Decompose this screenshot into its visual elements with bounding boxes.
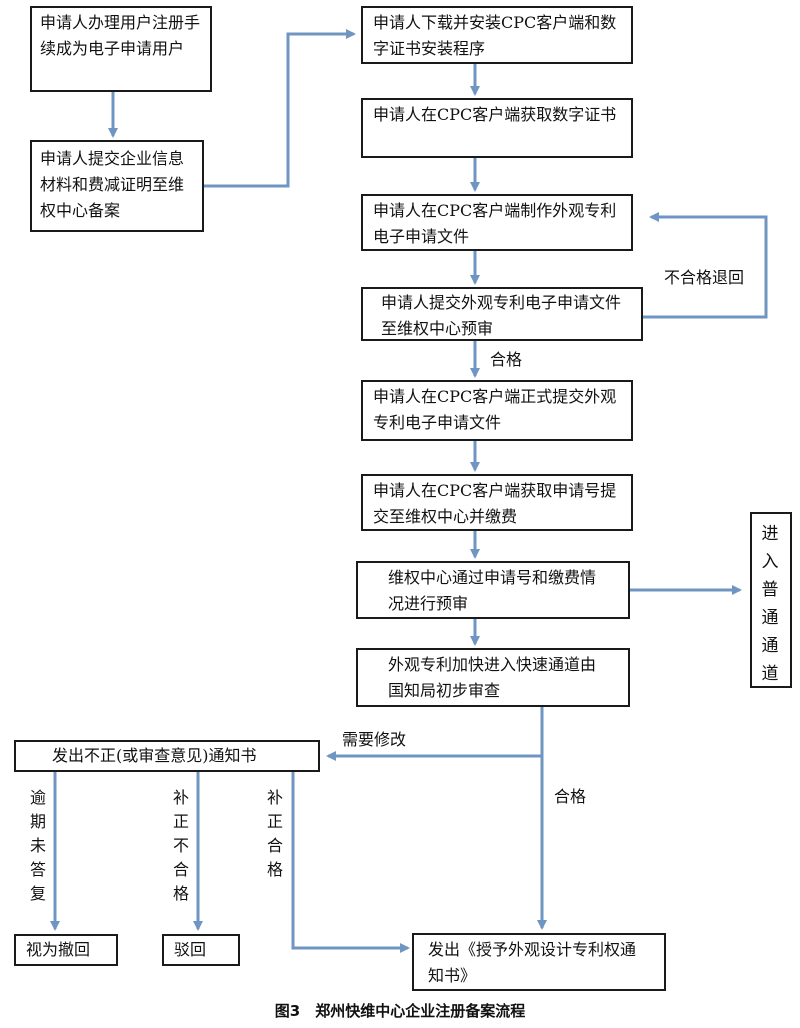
- box-notice: 发出不正(或审查意见)通知书: [14, 740, 320, 772]
- box-grant: 发出《授予外观设计专利权通知书》: [412, 933, 666, 991]
- box-normal-channel-text: 进入普通通道: [761, 524, 779, 684]
- box-fast-track: 外观专利加快进入快速通道由国知局初步审查: [356, 648, 630, 707]
- label-qualified-2: 合格: [554, 787, 587, 806]
- box-center-review-text: 维权中心通过申请号和缴费情况进行预审: [388, 568, 597, 613]
- label-need-modify: 需要修改: [342, 730, 407, 749]
- box-register-text: 申请人办理用户注册手续成为电子申请用户: [40, 13, 201, 58]
- box-notice-text: 发出不正(或审查意见)通知书: [52, 746, 257, 765]
- box-get-number: 申请人在CPC客户端获取申请号提交至维权中心并缴费: [361, 474, 633, 531]
- box-rejected-text: 驳回: [174, 940, 207, 959]
- box-download-client-text: 申请人下载并安装CPC客户端和数字证书安装程序: [373, 13, 617, 58]
- box-normal-channel: 进入普通通道: [750, 512, 792, 688]
- arrow-return-loop: [643, 212, 768, 319]
- figure-caption: 图3 郑州快维中心企业注册备案流程: [274, 1002, 526, 1020]
- box-get-cert: 申请人在CPC客户端获取数字证书: [361, 98, 633, 158]
- box-get-cert-text: 申请人在CPC客户端获取数字证书: [373, 105, 617, 124]
- box-make-file: 申请人在CPC客户端制作外观专利电子申请文件: [361, 194, 633, 251]
- box-pre-review: 申请人提交外观专利电子申请文件至维权中心预审: [361, 287, 643, 341]
- box-center-review: 维权中心通过申请号和缴费情况进行预审: [356, 561, 630, 619]
- arrow-notice-to-grant: [291, 770, 410, 953]
- label-return-unqualified: 不合格退回: [664, 268, 745, 287]
- box-make-file-text: 申请人在CPC客户端制作外观专利电子申请文件: [373, 201, 617, 246]
- label-correction-fail: 补正不合格: [172, 788, 189, 903]
- box-submit-materials-text: 申请人提交企业信息材料和费减证明至维权中心备案: [40, 149, 185, 220]
- box-rejected: 驳回: [162, 934, 240, 966]
- box-withdrawn-text: 视为撤回: [26, 940, 91, 959]
- label-overdue: 逾期未答复: [29, 788, 46, 903]
- arrow-materials-to-download: [203, 29, 356, 188]
- box-fast-track-text: 外观专利加快进入快速通道由国知局初步审查: [388, 655, 597, 700]
- box-withdrawn: 视为撤回: [14, 934, 118, 966]
- box-download-client: 申请人下载并安装CPC客户端和数字证书安装程序: [361, 6, 633, 64]
- box-get-number-text: 申请人在CPC客户端获取申请号提交至维权中心并缴费: [373, 481, 617, 526]
- label-correction-pass: 补正合格: [266, 788, 283, 879]
- box-grant-text: 发出《授予外观设计专利权通知书》: [428, 940, 637, 985]
- box-formal-submit-text: 申请人在CPC客户端正式提交外观专利电子申请文件: [373, 387, 617, 432]
- box-submit-materials: 申请人提交企业信息材料和费减证明至维权中心备案: [30, 140, 204, 232]
- label-qualified-1: 合格: [490, 350, 523, 369]
- box-register: 申请人办理用户注册手续成为电子申请用户: [30, 6, 212, 92]
- box-formal-submit: 申请人在CPC客户端正式提交外观专利电子申请文件: [361, 380, 633, 441]
- box-pre-review-text: 申请人提交外观专利电子申请文件至维权中心预审: [381, 293, 622, 338]
